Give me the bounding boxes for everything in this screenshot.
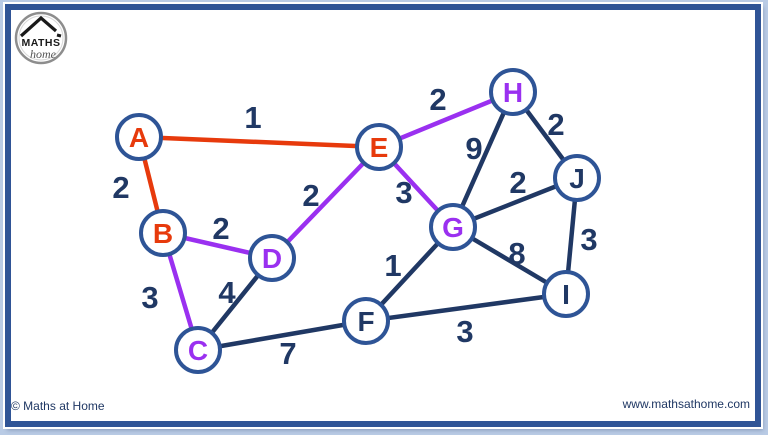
edge-weight-C-D: 4: [218, 275, 236, 310]
edge-D-E: [269, 144, 382, 261]
node-J-circle: [553, 154, 601, 202]
node-G-circle: [429, 203, 477, 251]
node-B-label: B: [153, 218, 173, 249]
edge-A-E: [136, 134, 382, 150]
node-H-label: H: [503, 77, 523, 108]
edge-weight-G-J: 2: [509, 165, 526, 200]
house-roof-end-icon: [56, 33, 62, 38]
edge-weight-C-F: 7: [279, 336, 296, 371]
node-F: F: [342, 297, 390, 345]
node-D-circle: [248, 234, 296, 282]
edge-G-H: [450, 89, 516, 230]
edge-weight-I-J: 3: [580, 222, 597, 257]
edge-E-H: [376, 89, 516, 150]
node-J: J: [553, 154, 601, 202]
logo-text-maths: MATHS: [21, 37, 60, 49]
edge-weight-B-D: 2: [212, 211, 229, 246]
node-F-circle: [342, 297, 390, 345]
edge-weight-E-G: 3: [395, 175, 412, 210]
copyright-text: © Maths at Home: [11, 399, 105, 413]
node-D-label: D: [262, 243, 282, 274]
page-frame: [5, 4, 761, 427]
edge-weight-F-I: 3: [456, 314, 473, 349]
edge-F-I: [363, 291, 569, 324]
edge-weight-F-G: 1: [384, 248, 401, 283]
edge-weight-H-J: 2: [547, 107, 564, 142]
node-C: C: [174, 326, 222, 374]
node-H: H: [489, 68, 537, 116]
edge-weight-G-I: 8: [508, 236, 525, 271]
node-G: G: [429, 203, 477, 251]
node-I-label: I: [562, 279, 570, 310]
node-E: E: [355, 123, 403, 171]
edge-weight-A-B: 2: [112, 170, 129, 205]
node-I: I: [542, 270, 590, 318]
edge-weight-D-E: 2: [302, 178, 319, 213]
logo: MATHS home: [14, 11, 68, 65]
logo-text-home: home: [30, 47, 57, 61]
house-roof-icon: [19, 15, 58, 38]
node-A-label: A: [129, 122, 149, 153]
website-url: www.mathsathome.com: [622, 397, 750, 411]
node-E-circle: [355, 123, 403, 171]
node-E-label: E: [370, 132, 389, 163]
edge-weight-A-E: 1: [244, 100, 261, 135]
node-F-label: F: [357, 306, 374, 337]
edge-weight-E-H: 2: [429, 82, 446, 117]
node-G-label: G: [442, 212, 464, 243]
node-B: B: [139, 209, 187, 257]
node-C-circle: [174, 326, 222, 374]
node-B-circle: [139, 209, 187, 257]
node-A: A: [115, 113, 163, 161]
node-J-label: J: [569, 163, 585, 194]
node-I-circle: [542, 270, 590, 318]
node-D: D: [248, 234, 296, 282]
logo-circle: [14, 11, 68, 65]
edge-weight-B-C: 3: [141, 280, 158, 315]
node-C-label: C: [188, 335, 208, 366]
node-A-circle: [115, 113, 163, 161]
node-H-circle: [489, 68, 537, 116]
edge-weight-G-H: 9: [465, 131, 482, 166]
edge-C-F: [195, 318, 369, 353]
